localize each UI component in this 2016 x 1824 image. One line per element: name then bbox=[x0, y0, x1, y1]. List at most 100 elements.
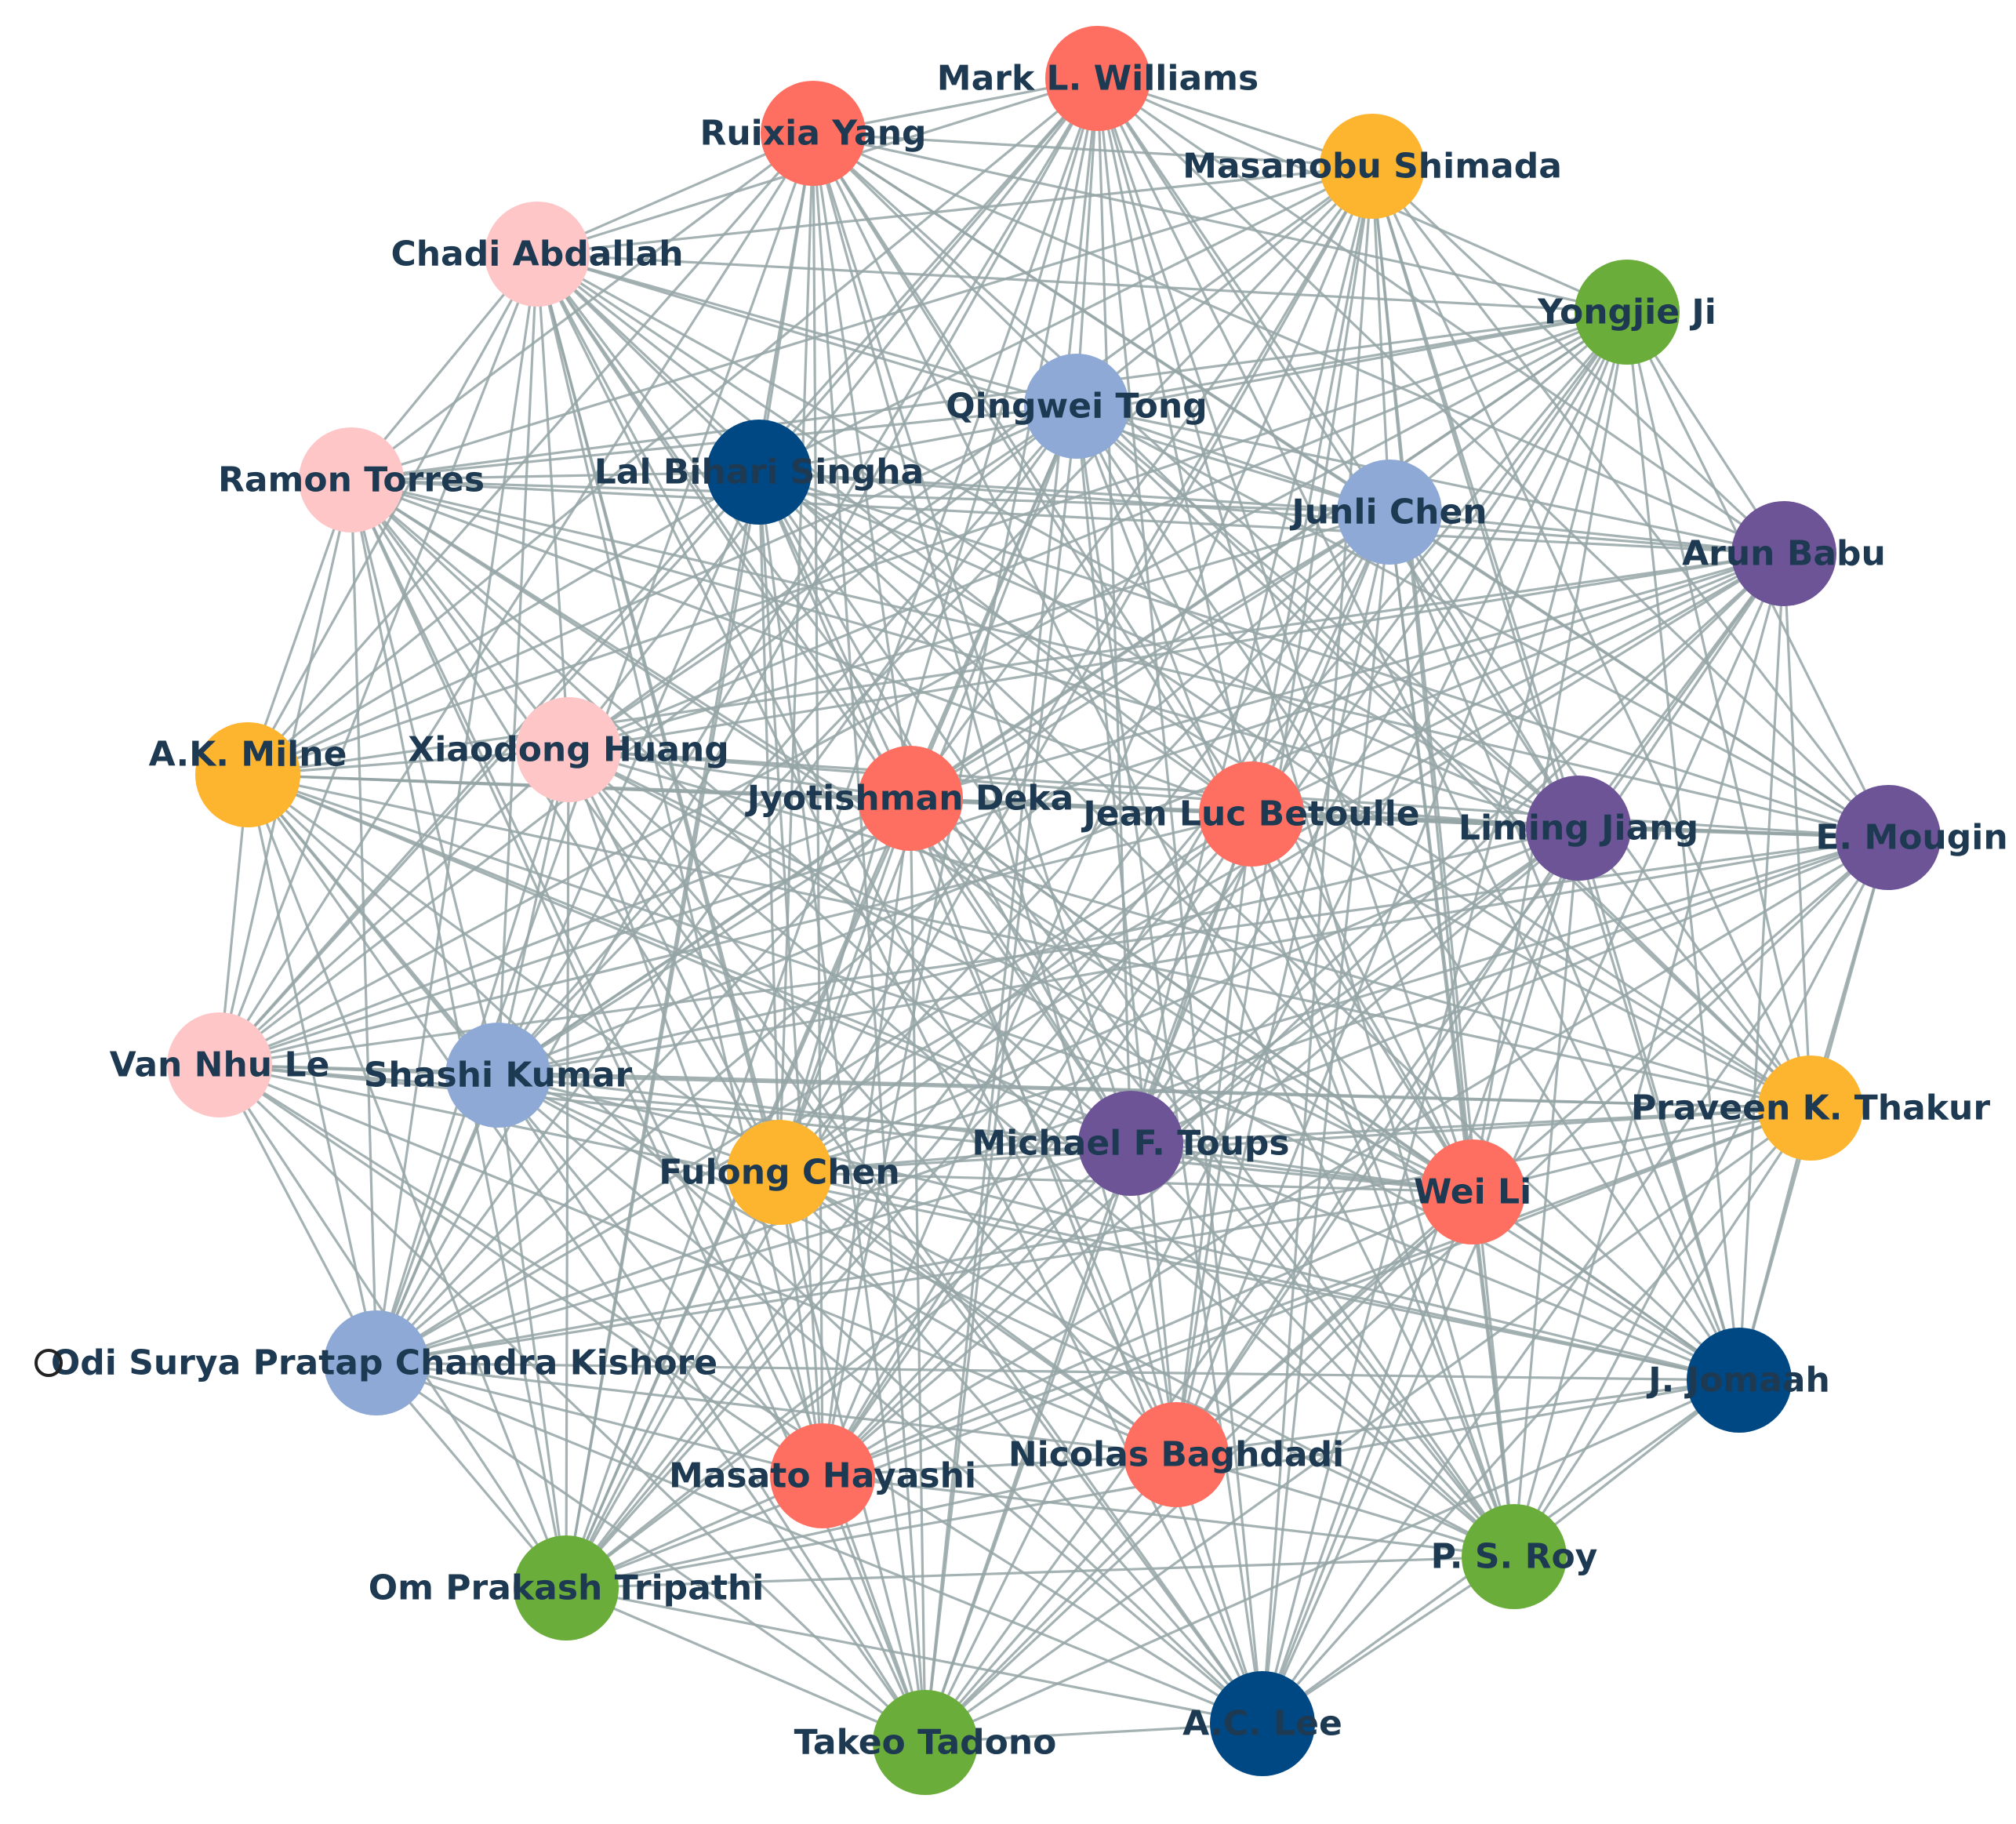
edge-chadi-shashi bbox=[496, 253, 539, 1076]
node-liming[interactable] bbox=[1526, 776, 1631, 881]
node-junli[interactable] bbox=[1337, 460, 1442, 565]
edge-ruixia-masanobu bbox=[812, 132, 1373, 168]
node-label-mark: Mark L. Williams bbox=[937, 59, 1259, 99]
edge-fulong-jomaah bbox=[779, 1171, 1740, 1382]
edge-ramon-masato bbox=[350, 479, 824, 1477]
edge-michael-psroy bbox=[1129, 1142, 1516, 1558]
edge-qingwei-xiaodong bbox=[568, 405, 1077, 751]
edge-jyotishman-vannhu bbox=[219, 797, 911, 1066]
edge-qingwei-shashi bbox=[496, 405, 1078, 1077]
edge-vannhu-takeo bbox=[218, 1063, 927, 1744]
node-label-nicolas: Nicolas Baghdadi bbox=[1008, 1435, 1344, 1475]
edges-layer bbox=[218, 77, 1890, 1744]
edge-ruixia-nicolas bbox=[812, 133, 1178, 1455]
edge-jeanluc-weili bbox=[1250, 813, 1474, 1193]
node-vannhu[interactable] bbox=[167, 1012, 272, 1117]
edge-xiaodong-omprakash bbox=[565, 749, 570, 1589]
node-jomaah[interactable] bbox=[1687, 1328, 1792, 1433]
edge-odisurya-nicolas bbox=[376, 1361, 1177, 1456]
node-weili[interactable] bbox=[1420, 1139, 1525, 1244]
edge-vannhu-michael bbox=[219, 1063, 1132, 1145]
edge-xiaodong-vannhu bbox=[218, 748, 570, 1066]
edge-ramon-takeo bbox=[350, 479, 927, 1743]
node-label-praveen: Praveen K. Thakur bbox=[1631, 1088, 1990, 1128]
edge-shashi-aclee bbox=[496, 1074, 1264, 1725]
edge-fulong-nicolas bbox=[779, 1171, 1177, 1456]
node-praveen[interactable] bbox=[1758, 1056, 1863, 1161]
edge-chadi-liming bbox=[536, 253, 1579, 830]
edge-lal-junli bbox=[758, 471, 1390, 514]
node-masato[interactable] bbox=[770, 1423, 875, 1528]
node-jeanluc[interactable] bbox=[1199, 761, 1304, 867]
edge-mark-qingwei bbox=[1075, 78, 1099, 407]
edge-qingwei-aclee bbox=[1075, 405, 1264, 1724]
edge-ruixia-psroy bbox=[812, 133, 1516, 1557]
node-mark[interactable] bbox=[1045, 26, 1150, 131]
edge-jyotishman-aclee bbox=[909, 798, 1264, 1724]
edge-arun-nicolas bbox=[1175, 553, 1785, 1455]
node-mougin[interactable] bbox=[1836, 785, 1941, 890]
edge-ruixia-weili bbox=[812, 133, 1474, 1193]
node-qingwei[interactable] bbox=[1024, 354, 1129, 459]
node-shashi[interactable] bbox=[445, 1023, 550, 1128]
edge-arun-jomaah bbox=[1738, 553, 1785, 1381]
node-label-mougin: E. Mougin bbox=[1815, 818, 2007, 858]
edge-ruixia-yongjie bbox=[812, 132, 1628, 314]
node-aclee[interactable] bbox=[1210, 1671, 1315, 1776]
edge-yongjie-vannhu bbox=[219, 311, 1628, 1066]
edge-chadi-xiaodong bbox=[536, 253, 570, 750]
edge-praveen-odisurya bbox=[376, 1106, 1811, 1364]
edge-xiaodong-praveen bbox=[568, 748, 1811, 1110]
edge-chadi-jeanluc bbox=[536, 253, 1252, 816]
edge-masato-psroy bbox=[822, 1474, 1515, 1558]
node-label-takeo: Takeo Tadono bbox=[794, 1723, 1057, 1763]
node-takeo[interactable] bbox=[873, 1690, 978, 1795]
edge-xiaodong-fulong bbox=[567, 749, 781, 1173]
edge-yongjie-jeanluc bbox=[1250, 311, 1629, 815]
edge-lal-weili bbox=[757, 471, 1474, 1194]
edge-qingwei-akmilne bbox=[247, 405, 1077, 776]
edge-chadi-odisurya bbox=[375, 253, 539, 1364]
edge-masanobu-chadi bbox=[536, 165, 1373, 256]
edge-shashi-weili bbox=[497, 1074, 1473, 1194]
node-lal[interactable] bbox=[707, 420, 812, 525]
edge-chadi-yongjie bbox=[536, 253, 1628, 314]
node-masanobu[interactable] bbox=[1320, 114, 1425, 219]
node-psroy[interactable] bbox=[1462, 1504, 1567, 1609]
edge-xiaodong-aclee bbox=[567, 749, 1264, 1724]
edge-qingwei-vannhu bbox=[219, 405, 1077, 1066]
edge-mark-mougin bbox=[1096, 77, 1890, 839]
node-ramon[interactable] bbox=[299, 427, 404, 532]
node-arun[interactable] bbox=[1731, 501, 1836, 606]
node-akmilne[interactable] bbox=[195, 722, 300, 827]
node-jyotishman[interactable] bbox=[858, 746, 963, 851]
node-omprakash[interactable] bbox=[514, 1535, 619, 1641]
edge-lal-fulong bbox=[757, 471, 781, 1173]
edge-akmilne-masato bbox=[246, 773, 824, 1477]
edge-lal-omprakash bbox=[565, 471, 761, 1589]
node-chadi[interactable] bbox=[485, 202, 590, 307]
node-label-yongjie: Yongjie Ji bbox=[1537, 292, 1716, 332]
edge-ruixia-akmilne bbox=[246, 132, 815, 776]
node-odisurya[interactable] bbox=[324, 1310, 429, 1415]
edge-ramon-shashi bbox=[350, 479, 499, 1076]
node-label-vannhu: Van Nhu Le bbox=[110, 1045, 330, 1085]
node-nicolas[interactable] bbox=[1124, 1402, 1229, 1507]
edge-vannhu-odisurya bbox=[218, 1064, 378, 1364]
node-ruixia[interactable] bbox=[761, 81, 866, 186]
node-michael[interactable] bbox=[1078, 1091, 1183, 1196]
node-label-qingwei: Qingwei Tong bbox=[946, 387, 1207, 427]
node-label-omprakash: Om Prakash Tripathi bbox=[369, 1568, 765, 1608]
edge-odisurya-jomaah bbox=[376, 1361, 1740, 1382]
edge-arun-fulong bbox=[779, 552, 1785, 1174]
node-fulong[interactable] bbox=[727, 1120, 832, 1225]
edge-shashi-psroy bbox=[497, 1074, 1515, 1558]
edge-jyotishman-shashi bbox=[497, 797, 911, 1077]
node-xiaodong[interactable] bbox=[516, 697, 621, 802]
edge-masanobu-shashi bbox=[496, 165, 1374, 1077]
edge-xiaodong-psroy bbox=[567, 748, 1516, 1558]
edge-mark-fulong bbox=[778, 78, 1099, 1173]
node-label-ruixia: Ruixia Yang bbox=[699, 114, 926, 154]
node-yongjie[interactable] bbox=[1575, 260, 1680, 365]
edge-ramon-aclee bbox=[350, 479, 1264, 1724]
